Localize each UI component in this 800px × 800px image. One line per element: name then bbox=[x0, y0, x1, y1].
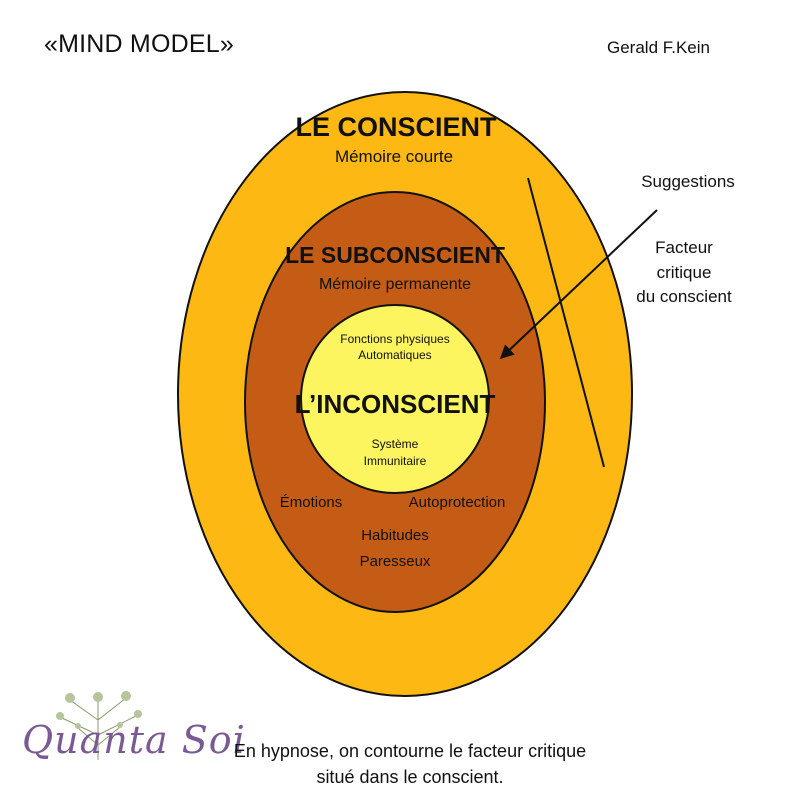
subconscious-title: LE SUBCONSCIENT bbox=[285, 242, 505, 268]
footer-caption: En hypnose, on contourne le facteur crit… bbox=[150, 738, 670, 790]
logo-wordmark: Quanta Soi bbox=[22, 718, 246, 762]
critical-factor-label-2: critique bbox=[657, 263, 712, 282]
caption-line-1: En hypnose, on contourne le facteur crit… bbox=[233, 741, 587, 761]
caption-line-2: situé dans le conscient. bbox=[316, 767, 504, 787]
logo-plant-icon bbox=[56, 691, 142, 760]
conscious-subtitle: Mémoire courte bbox=[335, 147, 453, 166]
physical-functions-label: Fonctions physiques bbox=[340, 332, 449, 346]
immune-label: Immunitaire bbox=[364, 454, 427, 468]
emotions-label: Émotions bbox=[280, 494, 343, 511]
page-title: «MIND MODEL» bbox=[44, 30, 234, 58]
suggestions-label: Suggestions bbox=[641, 172, 735, 191]
automatic-label: Automatiques bbox=[358, 348, 431, 362]
system-label: Système bbox=[372, 437, 419, 451]
self-protection-label: Autoprotection bbox=[409, 494, 506, 511]
subconscious-subtitle: Mémoire permanente bbox=[319, 276, 471, 293]
unconscious-title: L’INCONSCIENT bbox=[295, 389, 496, 419]
conscious-title: LE CONSCIENT bbox=[295, 112, 497, 142]
habits-label: Habitudes bbox=[361, 527, 429, 544]
lazy-label: Paresseux bbox=[360, 553, 431, 570]
critical-factor-label-3: du conscient bbox=[636, 287, 732, 306]
critical-factor-line bbox=[527, 177, 605, 468]
suggestion-arrow bbox=[499, 209, 658, 360]
unconscious-circle bbox=[300, 304, 490, 494]
author-label: Gerald F.Kein bbox=[607, 38, 710, 57]
critical-factor-label-1: Facteur bbox=[655, 238, 713, 257]
